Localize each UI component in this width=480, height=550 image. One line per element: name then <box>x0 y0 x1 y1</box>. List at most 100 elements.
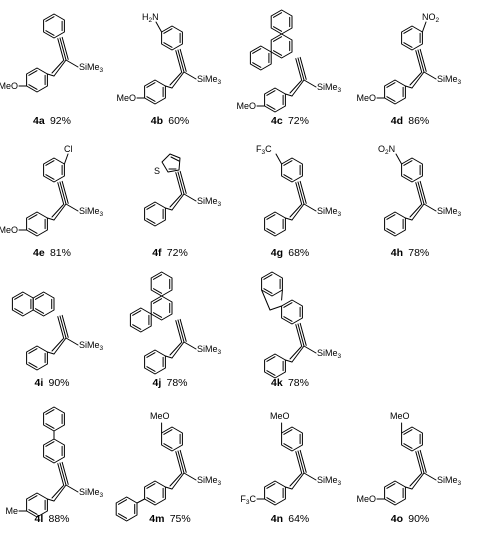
compound-4i <box>11 291 79 371</box>
vinyl-double-bond <box>289 80 302 94</box>
vinyl-bond <box>291 472 305 490</box>
ring-double-bond <box>146 497 156 503</box>
alkyne-bond <box>179 48 187 72</box>
compound-yield: 90% <box>43 377 69 389</box>
compound-id: 4l <box>34 513 43 525</box>
ring-double-bond <box>266 370 276 376</box>
si-bond <box>423 203 437 212</box>
lower-aryl-ring <box>26 345 48 371</box>
ring-double-bond <box>34 294 45 300</box>
meo-label: MeO <box>150 411 170 421</box>
ring-double-bond <box>283 302 293 308</box>
ring-outline <box>281 157 303 183</box>
amine-bond <box>155 21 163 33</box>
ring-outline <box>264 480 286 506</box>
phenanthrene-ring <box>270 9 293 35</box>
naphthalene-ring <box>11 291 34 317</box>
si-bond <box>303 472 317 481</box>
ring-outline <box>401 157 423 183</box>
anisole-ring <box>401 426 423 452</box>
ring-double-bond <box>28 495 38 501</box>
ring-double-bond <box>263 274 273 280</box>
sime3-label: SiMe3 <box>79 206 104 218</box>
lower-aryl-ring <box>144 480 166 506</box>
compound-caption: 4a 92% <box>33 115 71 127</box>
ring-outline <box>43 157 65 183</box>
ring-outline <box>150 271 173 297</box>
vinyl-bond <box>53 484 67 502</box>
compound-id: 4b <box>151 115 163 127</box>
lower-aryl-ring <box>26 67 48 93</box>
vinyl-bond <box>291 345 305 363</box>
ring-outline <box>43 438 65 464</box>
compound-id: 4j <box>152 377 161 389</box>
alkyne-bond <box>417 450 425 474</box>
compound-4a <box>18 13 79 93</box>
aryl-bond <box>284 359 293 363</box>
ring-outline <box>261 271 283 297</box>
sime3-label: SiMe3 <box>437 475 462 487</box>
ring-double-bond <box>146 483 156 489</box>
si-bond <box>65 484 79 493</box>
ring-double-bond <box>132 310 142 316</box>
compound-caption: 4k 78% <box>271 377 309 389</box>
compound-caption: 4l 88% <box>34 513 69 525</box>
compound-4g <box>264 153 317 237</box>
compound-id: 4n <box>271 513 283 525</box>
meo-label: MeO <box>236 101 256 111</box>
ring-outline <box>281 299 303 325</box>
compound-4h <box>384 153 437 237</box>
ring-double-bond <box>170 156 180 162</box>
ring-double-bond <box>146 204 156 210</box>
compound-yield: 92% <box>45 115 71 127</box>
ring-double-bond <box>263 288 273 294</box>
sime3-label: SiMe3 <box>79 487 104 499</box>
s-label: S <box>154 166 160 176</box>
ring-double-bond <box>266 483 276 489</box>
ring-double-bond <box>163 429 173 435</box>
ring-double-bond <box>403 443 413 449</box>
thiophene-ring <box>161 153 181 173</box>
vinyl-double-bond <box>289 346 302 360</box>
alkyne-bond <box>177 450 185 474</box>
ring-outline <box>384 79 406 105</box>
alkyne-bond <box>297 450 305 474</box>
fluorene-ring <box>261 271 283 297</box>
ring-double-bond <box>266 90 276 96</box>
vinyl-bond <box>411 71 425 89</box>
meo-label: MeO <box>0 81 18 91</box>
compound-id: 4a <box>33 115 45 127</box>
vinyl-double-bond <box>169 72 182 86</box>
si-bond <box>183 341 197 350</box>
compound-caption: 4m 75% <box>149 513 190 525</box>
aryl-bond <box>164 207 173 211</box>
aryl-bond <box>284 217 293 221</box>
fluorene-ring <box>281 299 303 325</box>
vinyl-bond <box>53 337 67 355</box>
compound-4b <box>136 21 197 105</box>
f3c-label: F3C <box>240 494 256 506</box>
alkyne-bond <box>177 319 185 343</box>
si-bond <box>303 203 317 212</box>
vinyl-bond <box>171 193 185 211</box>
si-bond <box>303 345 317 354</box>
ring-outline <box>129 307 152 333</box>
ring-double-bond <box>386 214 396 220</box>
lower-aryl-ring <box>384 79 406 105</box>
ring-double-bond <box>45 30 55 36</box>
ring-outline <box>43 13 65 39</box>
sime3-label: SiMe3 <box>317 82 342 94</box>
alkyne-bond <box>61 314 69 338</box>
ring-double-bond <box>28 84 38 90</box>
ring-double-bond <box>266 228 276 234</box>
ring-double-bond <box>28 70 38 76</box>
vinyl-double-bond <box>409 72 422 86</box>
compound-4c <box>249 9 317 113</box>
fluorene-bond <box>281 289 283 301</box>
no2-label: NO2 <box>422 12 440 24</box>
lower-aryl-ring <box>264 211 286 237</box>
ring-double-bond <box>117 513 128 519</box>
alkyne-bond <box>299 322 307 346</box>
compound-id: 4f <box>152 247 162 259</box>
alkyne-bond <box>61 461 69 485</box>
